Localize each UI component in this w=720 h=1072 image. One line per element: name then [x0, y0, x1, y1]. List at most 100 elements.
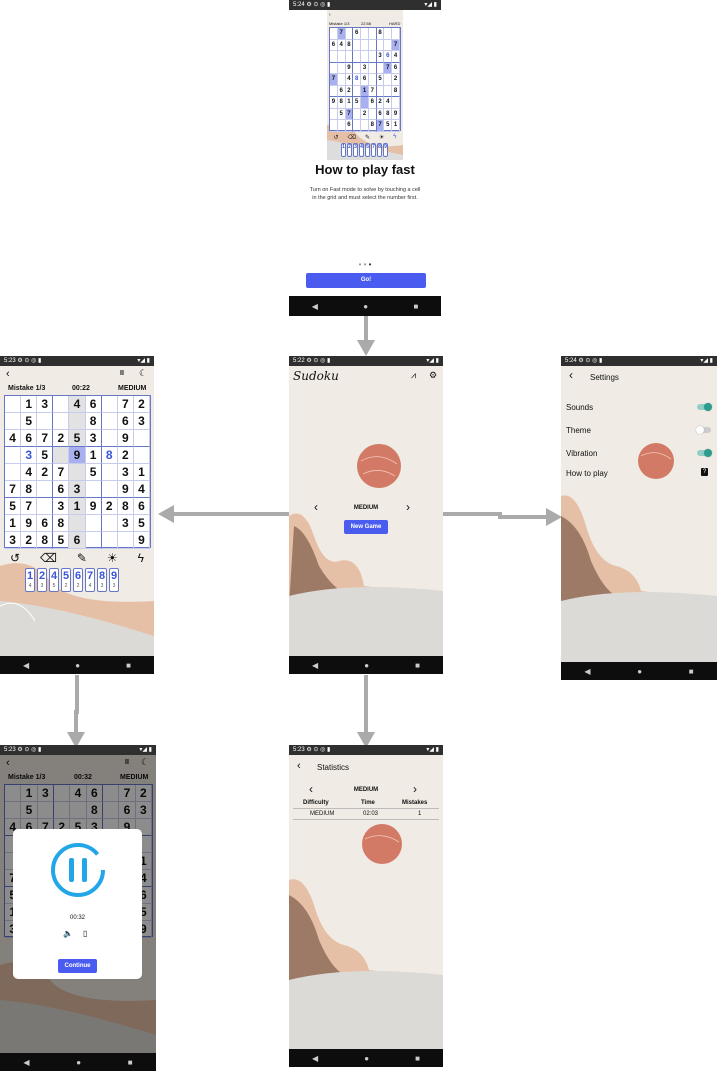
grid-cell[interactable]	[101, 515, 118, 532]
hint-icon[interactable]: ☀	[378, 134, 385, 141]
home-nav-icon[interactable]: ●	[363, 301, 369, 311]
grid-cell[interactable]	[345, 28, 354, 40]
grid-cell[interactable]: 3	[376, 51, 385, 63]
grid-cell[interactable]: 9	[21, 515, 38, 532]
grid-cell[interactable]: 8	[85, 413, 102, 430]
grid-cell[interactable]: 7	[330, 74, 338, 86]
grid-cell[interactable]: 5	[85, 464, 102, 481]
grid-cell[interactable]: 7	[21, 498, 38, 515]
grid-cell[interactable]: 9	[69, 447, 86, 464]
difficulty-next-icon[interactable]: ›	[413, 782, 417, 796]
grid-cell[interactable]: 1	[5, 515, 22, 532]
difficulty-prev-icon[interactable]: ‹	[314, 500, 318, 514]
grid-cell[interactable]: 3	[117, 515, 134, 532]
grid-cell[interactable]: 6	[37, 515, 54, 532]
fast-mode-icon[interactable]: ϟ	[137, 551, 144, 565]
grid-cell[interactable]: 2	[21, 532, 38, 549]
home-nav-icon[interactable]: ●	[76, 1057, 82, 1067]
grid-cell[interactable]: 2	[376, 97, 385, 109]
recent-nav-icon[interactable]: ■	[413, 301, 419, 311]
number-key[interactable]: 2	[347, 143, 352, 157]
grid-cell[interactable]: 9	[330, 97, 338, 109]
grid-cell[interactable]: 9	[117, 430, 134, 447]
number-key[interactable]: 1	[341, 143, 346, 157]
grid-cell[interactable]: 6	[361, 74, 369, 86]
recent-nav-icon[interactable]: ■	[126, 660, 131, 670]
grid-cell[interactable]: 8	[384, 108, 393, 121]
grid-cell[interactable]: 8	[101, 447, 118, 464]
grid-cell[interactable]	[361, 51, 369, 63]
grid-cell[interactable]: 1	[21, 396, 38, 413]
grid-cell[interactable]: 9	[392, 108, 400, 121]
grid-cell[interactable]: 8	[337, 97, 346, 109]
undo-icon[interactable]: ↺	[9, 551, 21, 565]
back-nav-icon[interactable]: ◀	[312, 660, 319, 670]
dark-mode-icon[interactable]: ☾	[141, 757, 150, 767]
grid-cell[interactable]: 6	[392, 62, 400, 75]
gear-icon[interactable]: ⚙	[429, 370, 438, 380]
back-nav-icon[interactable]: ◀	[312, 1053, 319, 1063]
grid-cell[interactable]: 9	[117, 481, 134, 498]
grid-cell[interactable]	[5, 396, 22, 413]
grid-cell[interactable]	[53, 396, 70, 413]
grid-cell[interactable]	[133, 430, 150, 447]
grid-cell[interactable]	[330, 51, 338, 63]
grid-cell[interactable]	[361, 120, 369, 132]
grid-cell[interactable]: 2	[53, 430, 70, 447]
recent-nav-icon[interactable]: ■	[688, 666, 694, 676]
grid-cell[interactable]	[384, 39, 393, 52]
setting-toggle-sounds[interactable]	[697, 403, 712, 411]
grid-cell[interactable]: 6	[21, 430, 38, 447]
grid-cell[interactable]: 6	[368, 97, 377, 109]
grid-cell[interactable]: 4	[384, 97, 393, 109]
back-nav-icon[interactable]: ◀	[23, 1057, 30, 1067]
grid-cell[interactable]	[361, 39, 369, 52]
grid-cell[interactable]: 4	[5, 430, 22, 447]
grid-cell[interactable]	[53, 413, 70, 430]
grid-cell[interactable]: 8	[353, 74, 362, 86]
grid-cell[interactable]	[330, 62, 338, 75]
grid-cell[interactable]: 3	[133, 413, 150, 430]
setting-toggle-theme[interactable]	[696, 426, 711, 434]
recent-nav-icon[interactable]: ■	[415, 660, 420, 670]
grid-cell[interactable]	[101, 481, 118, 498]
grid-cell[interactable]: 9	[133, 532, 150, 549]
grid-cell[interactable]	[101, 430, 118, 447]
home-nav-icon[interactable]: ●	[364, 660, 370, 670]
grid-cell[interactable]	[353, 120, 362, 132]
grid-cell[interactable]	[337, 120, 346, 132]
grid-cell[interactable]	[330, 28, 338, 40]
grid-cell[interactable]: 7	[384, 62, 393, 75]
pause-icon[interactable]: II	[125, 759, 129, 766]
grid-cell[interactable]	[37, 413, 54, 430]
back-icon[interactable]: ‹	[297, 760, 301, 772]
grid-cell[interactable]	[368, 74, 377, 86]
grid-cell[interactable]: 5	[21, 413, 38, 430]
grid-cell[interactable]: 8	[392, 85, 400, 98]
statistics-icon[interactable]: ⩘	[411, 370, 417, 380]
back-nav-icon[interactable]: ◀	[584, 666, 591, 676]
grid-cell[interactable]: 5	[69, 430, 86, 447]
back-icon[interactable]: ‹	[6, 757, 10, 769]
grid-cell[interactable]: 3	[117, 464, 134, 481]
grid-cell[interactable]: 2	[345, 85, 354, 98]
grid-cell[interactable]: 5	[5, 498, 22, 515]
grid-cell[interactable]	[37, 481, 54, 498]
grid-cell[interactable]	[368, 39, 377, 52]
grid-cell[interactable]: 7	[37, 430, 54, 447]
grid-cell[interactable]: 6	[376, 108, 385, 121]
pencil-icon[interactable]: ✎	[76, 551, 87, 565]
grid-cell[interactable]	[361, 97, 369, 109]
grid-cell[interactable]	[384, 28, 393, 40]
grid-cell[interactable]	[85, 481, 102, 498]
grid-cell[interactable]: 4	[345, 74, 354, 86]
grid-cell[interactable]: 6	[69, 532, 86, 549]
grid-cell[interactable]: 6	[345, 120, 354, 132]
grid-cell[interactable]: 7	[337, 28, 346, 40]
